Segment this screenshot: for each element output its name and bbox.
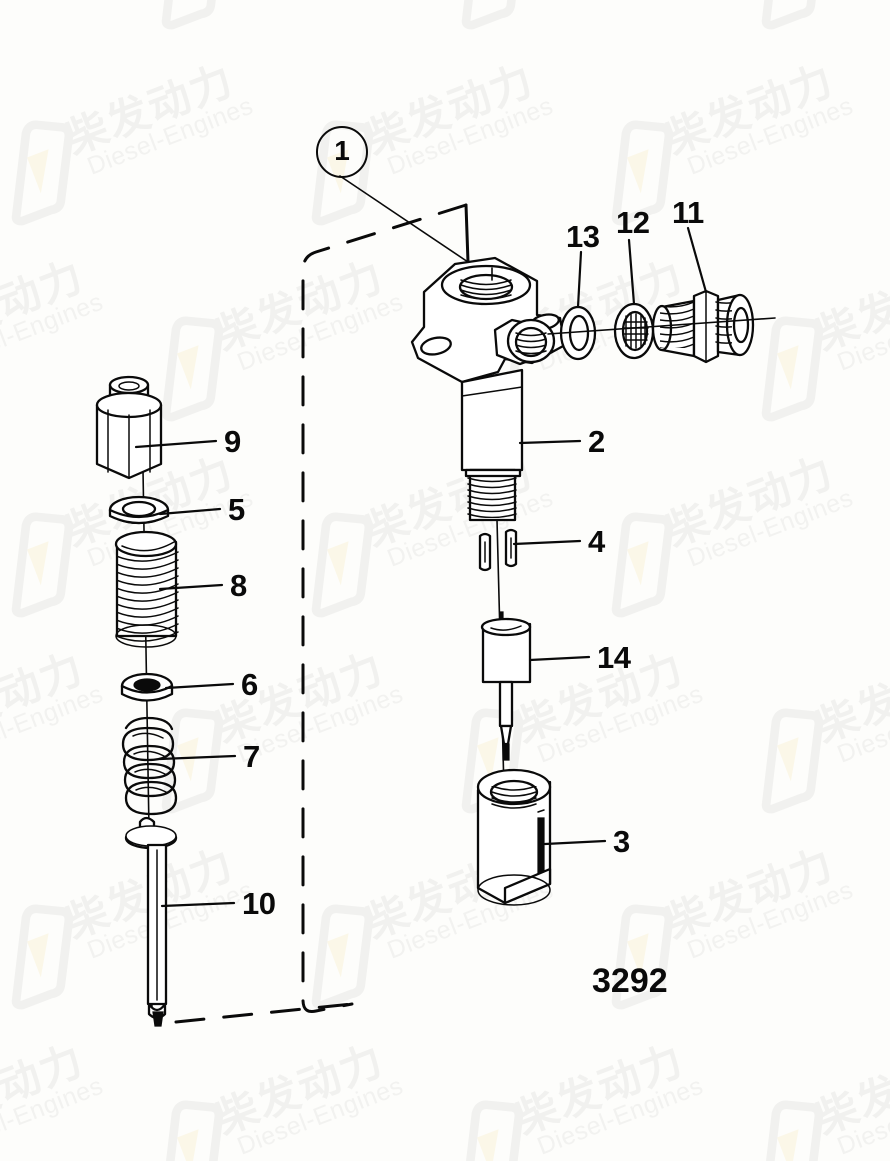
callout-1-leader [339,175,469,263]
adjusting-sleeve [114,530,179,648]
nozzle-holder-body [410,256,567,522]
callout-1-circle[interactable]: 1 [316,126,368,178]
upper-shim-washer [108,495,170,525]
lower-washer [120,672,174,702]
callout-2-label[interactable]: 2 [588,424,605,459]
callout-12-label[interactable]: 12 [616,205,650,240]
cap-nut [95,375,163,480]
callout-6-label[interactable]: 6 [241,667,258,702]
callout-9-label[interactable]: 9 [224,424,241,459]
callout-10-label[interactable]: 10 [242,886,276,921]
pressure-spindle [124,816,178,1027]
callout-14-label[interactable]: 14 [597,640,631,675]
dowel-pins [478,528,518,572]
nozzle-assembly [480,611,532,761]
callout-7-label[interactable]: 7 [243,739,260,774]
callout-1-label: 1 [334,135,350,166]
figure-number: 3292 [592,962,668,1000]
callout-3-label[interactable]: 3 [613,824,630,859]
filter-screen [613,302,655,360]
callout-11-label[interactable]: 11 [672,195,704,230]
callout-8-label[interactable]: 8 [230,568,247,603]
callout-13-label[interactable]: 13 [566,219,600,254]
callout-4-label[interactable]: 4 [588,524,605,559]
inlet-union-bolt [651,289,755,364]
nozzle-retaining-nut [476,768,552,906]
pressure-spring [121,716,178,816]
callout-5-label[interactable]: 5 [228,492,245,527]
